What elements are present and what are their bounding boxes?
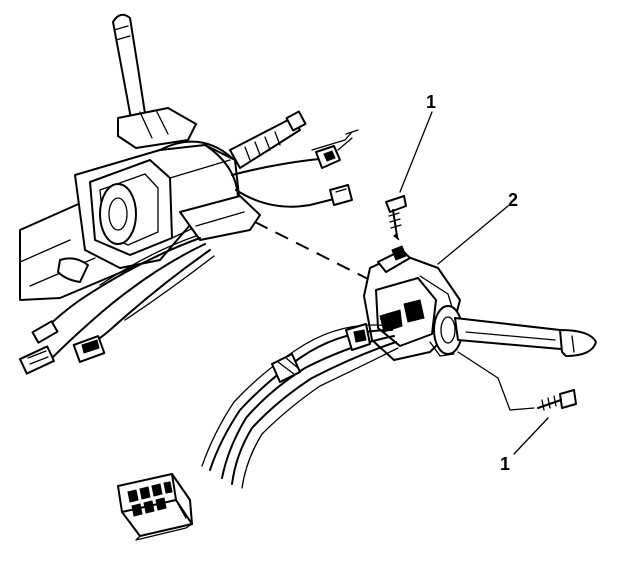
leader-lines (399, 111, 549, 455)
switch-wiring-harness (201, 323, 399, 489)
multifunction-switch (363, 245, 597, 361)
screw-bottom (537, 389, 577, 411)
connector-left-lower (19, 345, 55, 375)
steering-column (19, 13, 307, 301)
alignment-line (254, 221, 371, 281)
connector-left-upper (31, 320, 59, 344)
leader-line-1-bottom (513, 417, 549, 455)
connector-column-top (315, 129, 359, 169)
callout-label-screw-top: 1 (426, 92, 436, 112)
connector-left-middle (72, 335, 106, 363)
callout-label-switch: 2 (508, 190, 518, 210)
leader-line-1-top (399, 111, 433, 193)
callout-label-screw-bottom: 1 (500, 454, 510, 474)
leader-line-2 (437, 205, 509, 265)
harness-connector (117, 473, 193, 541)
connector-column-middle (329, 184, 353, 206)
screw-top (385, 195, 407, 241)
leader-line-1-bottom-ext (457, 351, 535, 411)
